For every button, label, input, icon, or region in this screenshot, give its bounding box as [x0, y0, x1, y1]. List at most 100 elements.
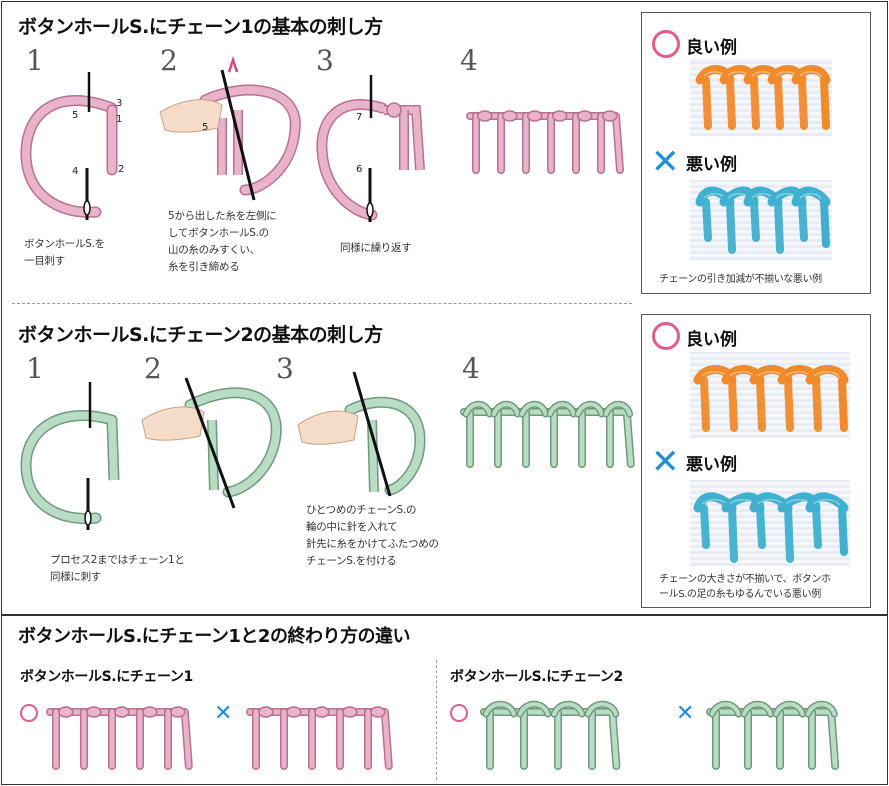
orange-good-highlight	[813, 371, 841, 379]
section2-step3-caption: ひとつめのチェーンS.の 輪の中に針を入れて 針先に糸をかけてふたつめの チェー…	[306, 502, 439, 570]
cross-mark-icon: ✕	[214, 701, 233, 726]
section2-bad-caption: チェーンの大きさが不揃いで、ボタンホ ールS.の足の糸もゆるんでいる悪い例	[659, 572, 831, 602]
pink-chain-bad-knot	[258, 706, 274, 718]
pink-chain-good-knot	[114, 706, 130, 718]
point-label-5: 5	[72, 110, 79, 121]
section2-step2-number: 2	[144, 352, 162, 385]
section1-step3-number: 3	[316, 44, 334, 77]
pink-chain-good-knot	[170, 706, 186, 718]
section-divider	[12, 303, 632, 304]
caption-line: 同様に刺す	[50, 571, 101, 583]
caption-line: 糸を引き締める	[168, 261, 240, 273]
green-chain-bad-loop	[742, 702, 773, 716]
section1-step4-number: 4	[460, 44, 478, 77]
section1-bad-caption: チェーンの引き加減が不揃いな悪い例	[659, 274, 822, 285]
green-chain-bad-loop	[806, 702, 837, 716]
green-chain-loop	[604, 402, 632, 416]
pink-chain-bad-knot	[342, 706, 358, 718]
pink-chain-knot	[502, 110, 518, 122]
orange-good-leg	[726, 76, 736, 130]
blue-bad-highlight	[799, 193, 823, 201]
cross-mark-icon: ✕	[651, 142, 680, 182]
section2-bad-label: 悪い例	[686, 455, 737, 475]
green-chain-good-rail	[481, 709, 619, 769]
caption-line: ールS.の足の糸もゆるんでいる悪い例	[659, 589, 821, 600]
point-label-5b: 5	[202, 122, 209, 133]
blue-bad-leg	[728, 504, 738, 563]
green-chain-bad-rail	[707, 709, 838, 769]
orange-good-leg	[838, 376, 848, 432]
section2-step3-number: 3	[276, 352, 294, 385]
finger-icon	[297, 410, 359, 445]
section2-good-label: 良い例	[686, 330, 737, 350]
orange-good-leg	[756, 376, 766, 432]
section1-step1-number: 1	[26, 44, 44, 77]
green-chain-good-loop	[552, 702, 584, 716]
green-chain-loop	[548, 402, 576, 416]
section2-step4-number: 4	[462, 352, 480, 385]
blue-bad-leg	[774, 198, 784, 254]
caption-line: 同様に繰り返す	[340, 242, 412, 254]
section3-divider	[436, 660, 437, 780]
caption-line: チェーンの大きさが不揃いで、ボタンホ	[659, 574, 831, 585]
caption-line: 一目刺す	[24, 255, 65, 267]
green-chain-loop	[464, 402, 492, 416]
pink-chain-good-knot	[58, 706, 74, 718]
pink-chain-knot	[577, 110, 593, 122]
pink-chain-bad-knot	[370, 706, 386, 718]
needle-icon	[184, 377, 236, 509]
orange-good-leg	[700, 376, 710, 432]
finger-icon	[159, 99, 223, 133]
section3-title: ボタンホールS.にチェーン1と2の終わり方の違い	[18, 626, 410, 647]
blue-bad-leg	[820, 198, 830, 248]
point-label-4: 4	[72, 166, 79, 177]
circle-mark-icon	[450, 704, 468, 722]
caption-line: ひとつめのチェーンS.の	[306, 504, 417, 516]
arrow-icon	[227, 56, 239, 73]
pink-chain-knot	[602, 110, 618, 122]
section1-step2-caption: 5から出した糸を左側に してボタンホールS.の 山の糸のみすくい、 糸を引き締め…	[168, 208, 277, 276]
blue-bad-leg	[756, 504, 766, 549]
point-label-3: 3	[116, 98, 123, 109]
section2-step2-caption: プロセス2まではチェーン1と 同様に刺す	[50, 552, 185, 586]
section1-title: ボタンホールS.にチェーン1の基本の刺し方	[18, 16, 383, 38]
green-chain-bad-loop	[710, 702, 741, 716]
green-chain-bad-loop	[774, 702, 805, 716]
pink-chain-good-knot	[142, 706, 158, 718]
caption-line: ボタンホールS.を	[24, 238, 105, 250]
needle-icon	[220, 69, 256, 201]
green-chain-good-loop	[518, 702, 550, 716]
blue-bad-leg	[798, 198, 808, 242]
pink-chain-bad-knot	[314, 706, 330, 718]
section1-step2-number: 2	[160, 44, 178, 77]
cross-mark-icon: ✕	[651, 442, 680, 482]
green-chain-good-loop	[586, 702, 618, 716]
caption-line: 山の糸のみすくい、	[168, 244, 260, 256]
point-label-6: 6	[356, 164, 363, 175]
circle-mark-icon	[652, 322, 680, 350]
orange-good-leg	[812, 376, 822, 432]
circle-mark-icon	[20, 704, 38, 722]
blue-bad-leg	[702, 198, 712, 242]
caption-line: してボタンホールS.の	[168, 227, 269, 239]
blue-bad-leg	[838, 504, 848, 556]
caption-line: プロセス2まではチェーン1と	[50, 554, 185, 566]
circle-mark-icon	[652, 30, 680, 58]
pink-chain-good-knot	[86, 706, 102, 718]
orange-good-leg	[798, 76, 808, 130]
blue-bad-leg	[784, 504, 794, 563]
needle-icon	[352, 371, 392, 497]
blue-bad-leg	[726, 198, 736, 254]
section1-step1-caption: ボタンホールS.を 一目刺す	[24, 236, 105, 270]
green-chain-bad-rail	[706, 708, 840, 770]
